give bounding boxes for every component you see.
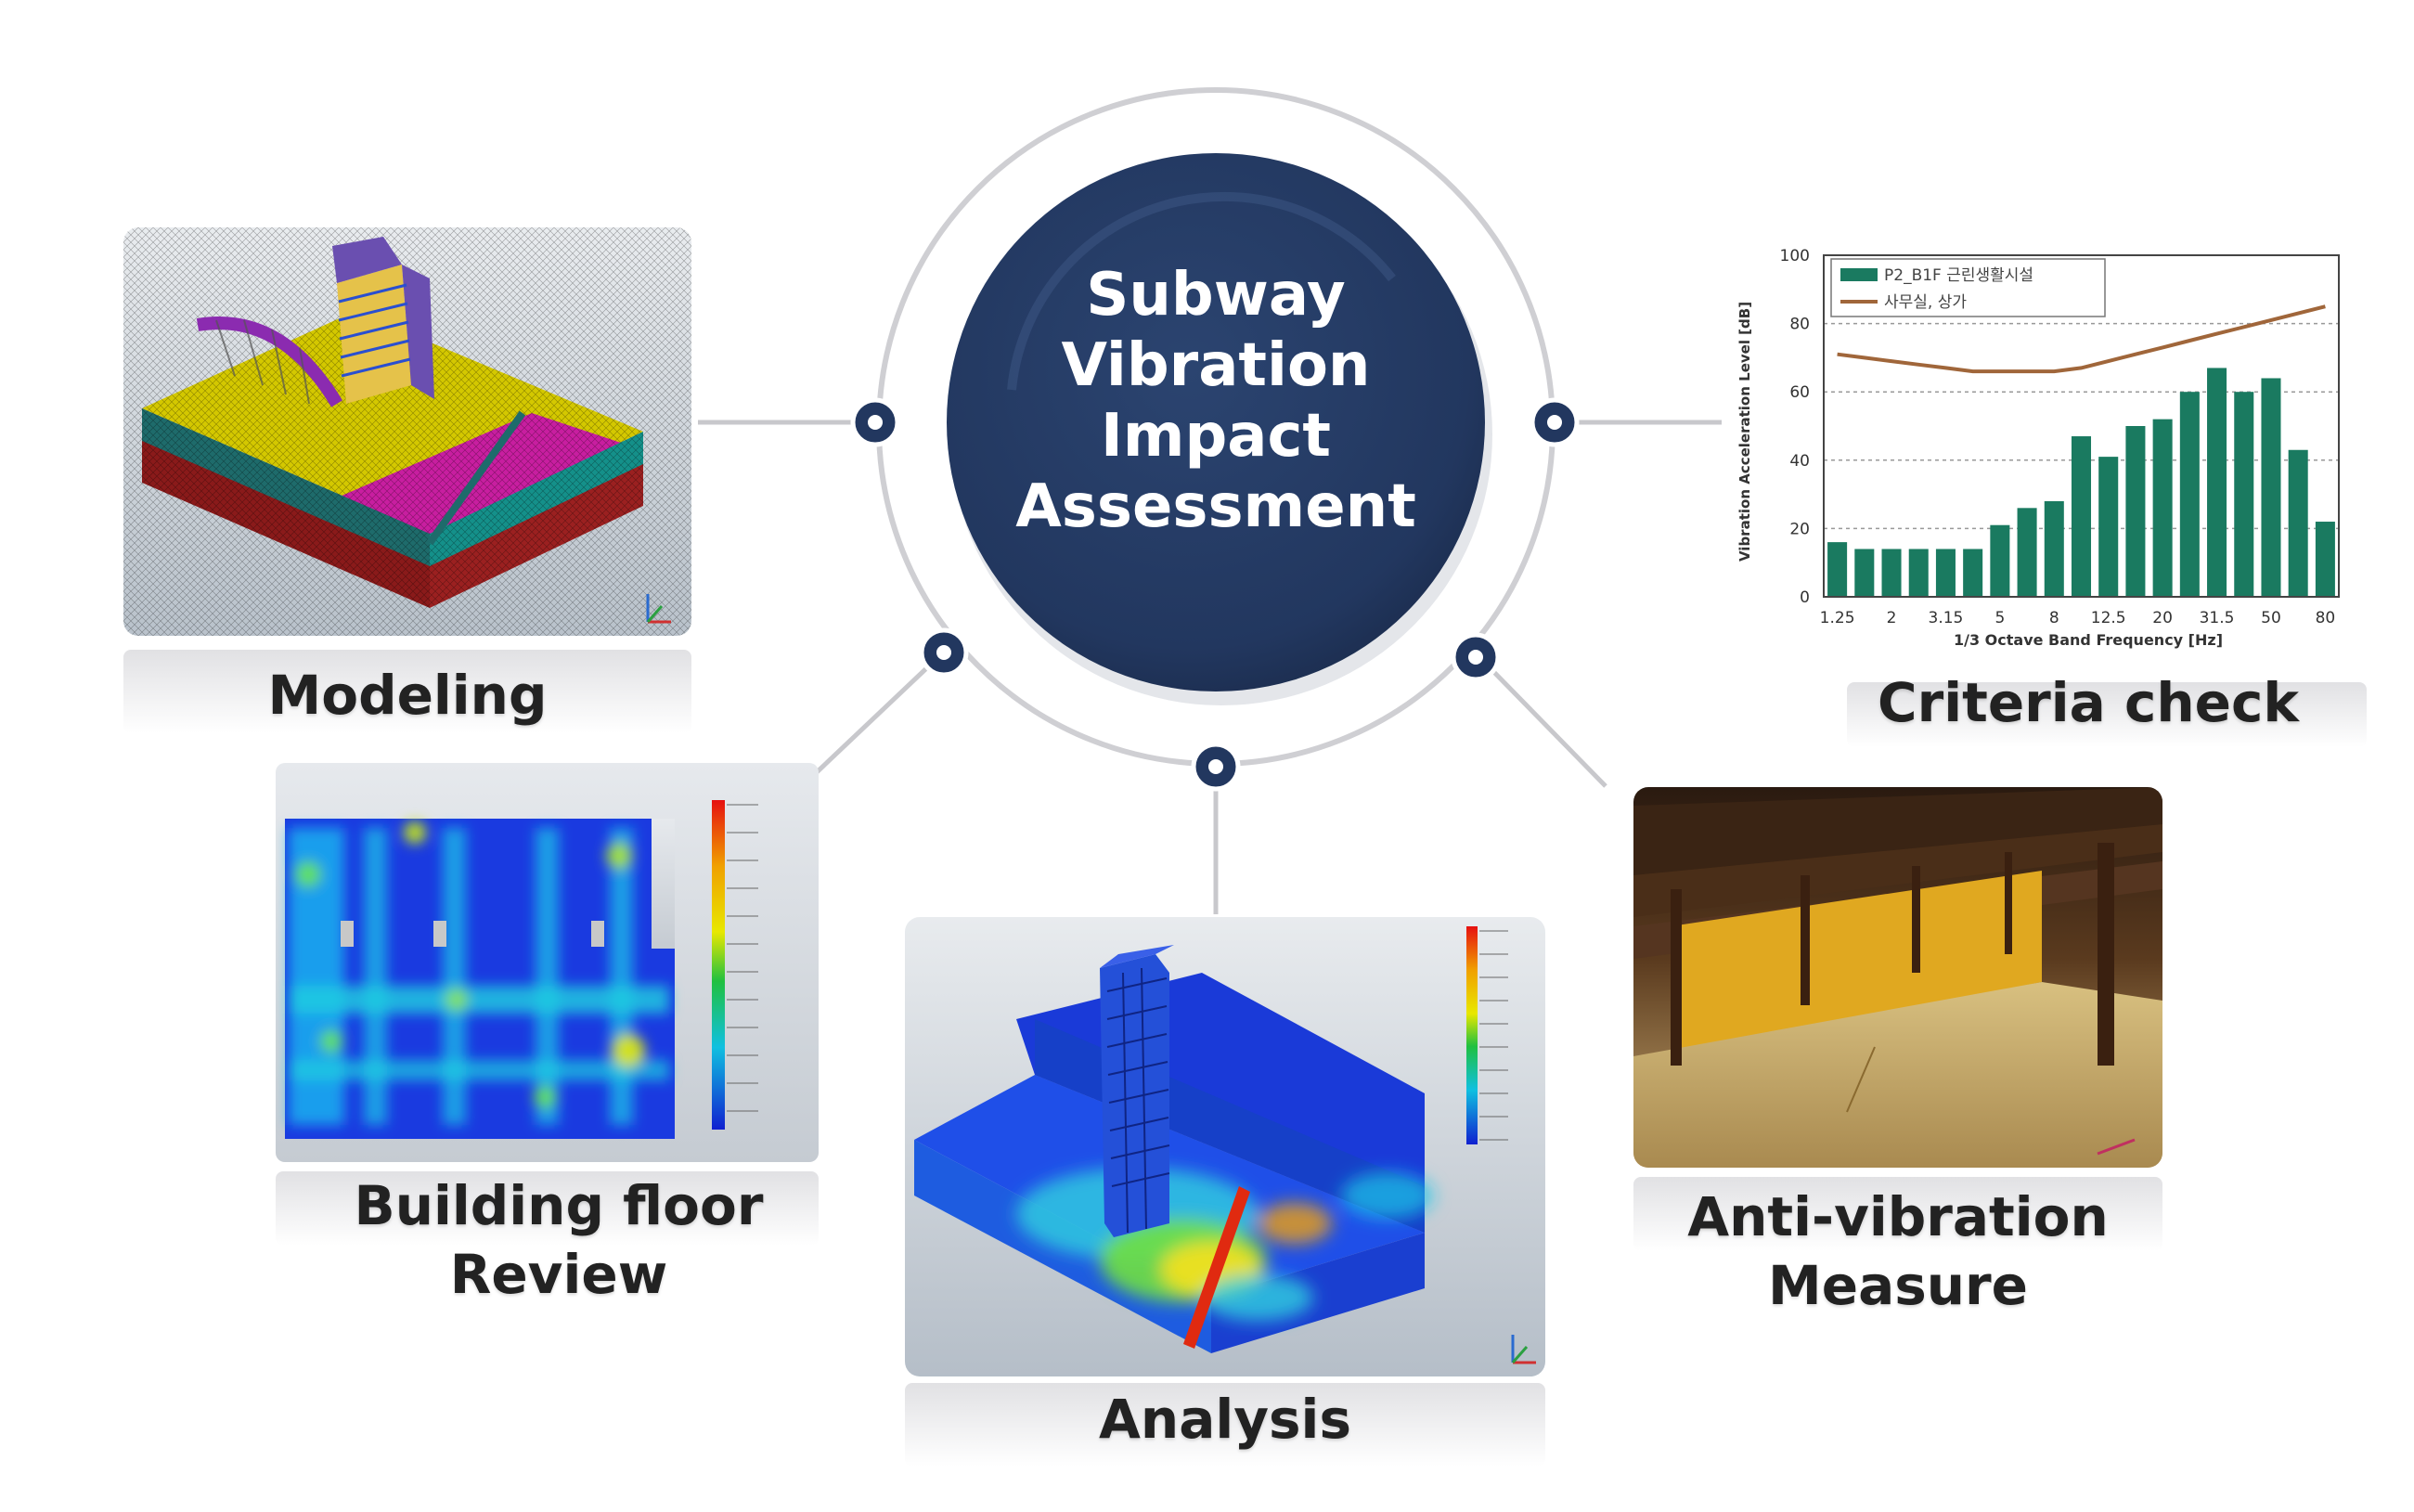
criteria-caption: Criteria check (1847, 668, 2330, 737)
center-title-line: Impact (1100, 402, 1332, 471)
node-dot-measure[interactable] (1451, 632, 1501, 682)
center-title-line: Subway (1086, 261, 1346, 330)
analysis-caption-text: Analysis (1099, 1388, 1351, 1451)
x-tick-label: 20 (2152, 609, 2173, 627)
x-tick-label: 31.5 (2200, 609, 2235, 627)
x-tick-label: 8 (2049, 609, 2059, 627)
criteria-line (1837, 304, 2326, 374)
node-dot-modeling[interactable] (850, 397, 900, 447)
y-tick-label: 20 (1789, 520, 1810, 538)
bar (2234, 392, 2254, 597)
connector-floor (815, 654, 941, 774)
center-title: Subway Vibration Impact Assessment (956, 260, 1476, 542)
floor-caption-line: Building floor (354, 1174, 764, 1237)
connector-measure (1477, 654, 1607, 788)
measure-caption: Anti-vibration Measure (1633, 1182, 2162, 1320)
x-tick-label: 80 (2316, 609, 2336, 627)
node-dots (850, 397, 1580, 792)
center-disc-gloss (1007, 191, 1396, 391)
bar (2152, 419, 2173, 597)
x-tick-label: 5 (1994, 609, 2005, 627)
plot-frame (1823, 254, 2340, 598)
y-tick-label: 40 (1789, 452, 1810, 471)
bar (2288, 449, 2308, 597)
criteria-caption-text: Criteria check (1878, 671, 2299, 734)
x-tick-label: 50 (2261, 609, 2281, 627)
bar (2261, 378, 2281, 597)
y-axis-label: Vibration Acceleration Level [dB] (1736, 302, 1753, 562)
legend: P2_B1F 근린생활시설 사무실, 상가 (1830, 258, 2106, 317)
y-tick-label: 0 (1800, 588, 1810, 607)
bar (2125, 426, 2146, 597)
criteria-chart: 0 20 40 60 80 100 1.25 2 3.15 5 8 12.5 20 31.5 50 80 V… (1722, 237, 2362, 650)
bar (1881, 549, 1902, 597)
floor-heatmap-image (276, 763, 819, 1162)
modeling-caption-text: Modeling (267, 664, 548, 727)
bar (1935, 549, 1956, 597)
center-title-line: Vibration (1061, 331, 1371, 400)
bar (1963, 549, 1983, 597)
analysis-image (905, 917, 1545, 1376)
y-tick-label: 80 (1789, 316, 1810, 334)
bar (1990, 524, 2010, 597)
anti-vibration-photo (1633, 787, 2162, 1168)
bar (2098, 457, 2119, 597)
floor-caption: Building floor Review (276, 1171, 842, 1309)
measure-caption-line: Anti-vibration (1687, 1185, 2109, 1248)
modeling-image (123, 227, 691, 636)
bar (2044, 500, 2064, 597)
x-axis-label: 1/3 Octave Band Frequency [Hz] (1954, 631, 2223, 649)
bar (2017, 508, 2037, 597)
x-tick-label: 12.5 (2091, 609, 2126, 627)
bar (2207, 368, 2227, 597)
bar (1827, 542, 1848, 597)
measure-caption-line: Measure (1768, 1254, 2028, 1317)
y-tick-label: 60 (1789, 383, 1810, 402)
bar (1908, 549, 1929, 597)
legend-label-bar: P2_B1F 근린생활시설 (1884, 266, 2033, 285)
legend-label-line: 사무실, 상가 (1884, 293, 1967, 312)
center-title-line: Assessment (1015, 472, 1416, 541)
criteria-chart-svg: 0 20 40 60 80 100 1.25 2 3.15 5 8 12.5 20 31.5 50 80 V… (1722, 237, 2362, 650)
node-dot-analysis[interactable] (1191, 742, 1241, 792)
x-tick-label: 2 (1887, 609, 1897, 627)
bar (2071, 436, 2092, 597)
bar (2315, 522, 2335, 597)
bar (2179, 392, 2200, 597)
analysis-caption: Analysis (905, 1385, 1545, 1454)
y-tick-label: 100 (1780, 247, 1810, 265)
node-dot-criteria[interactable] (1530, 397, 1580, 447)
floor-caption-line: Review (449, 1243, 668, 1306)
legend-swatch-bar (1840, 268, 1878, 281)
x-tick-label: 3.15 (1929, 609, 1964, 627)
center-disc (947, 153, 1485, 691)
x-tick-label: 1.25 (1820, 609, 1855, 627)
node-dot-floor[interactable] (919, 627, 969, 678)
bar (1854, 549, 1875, 597)
modeling-caption: Modeling (123, 661, 691, 730)
